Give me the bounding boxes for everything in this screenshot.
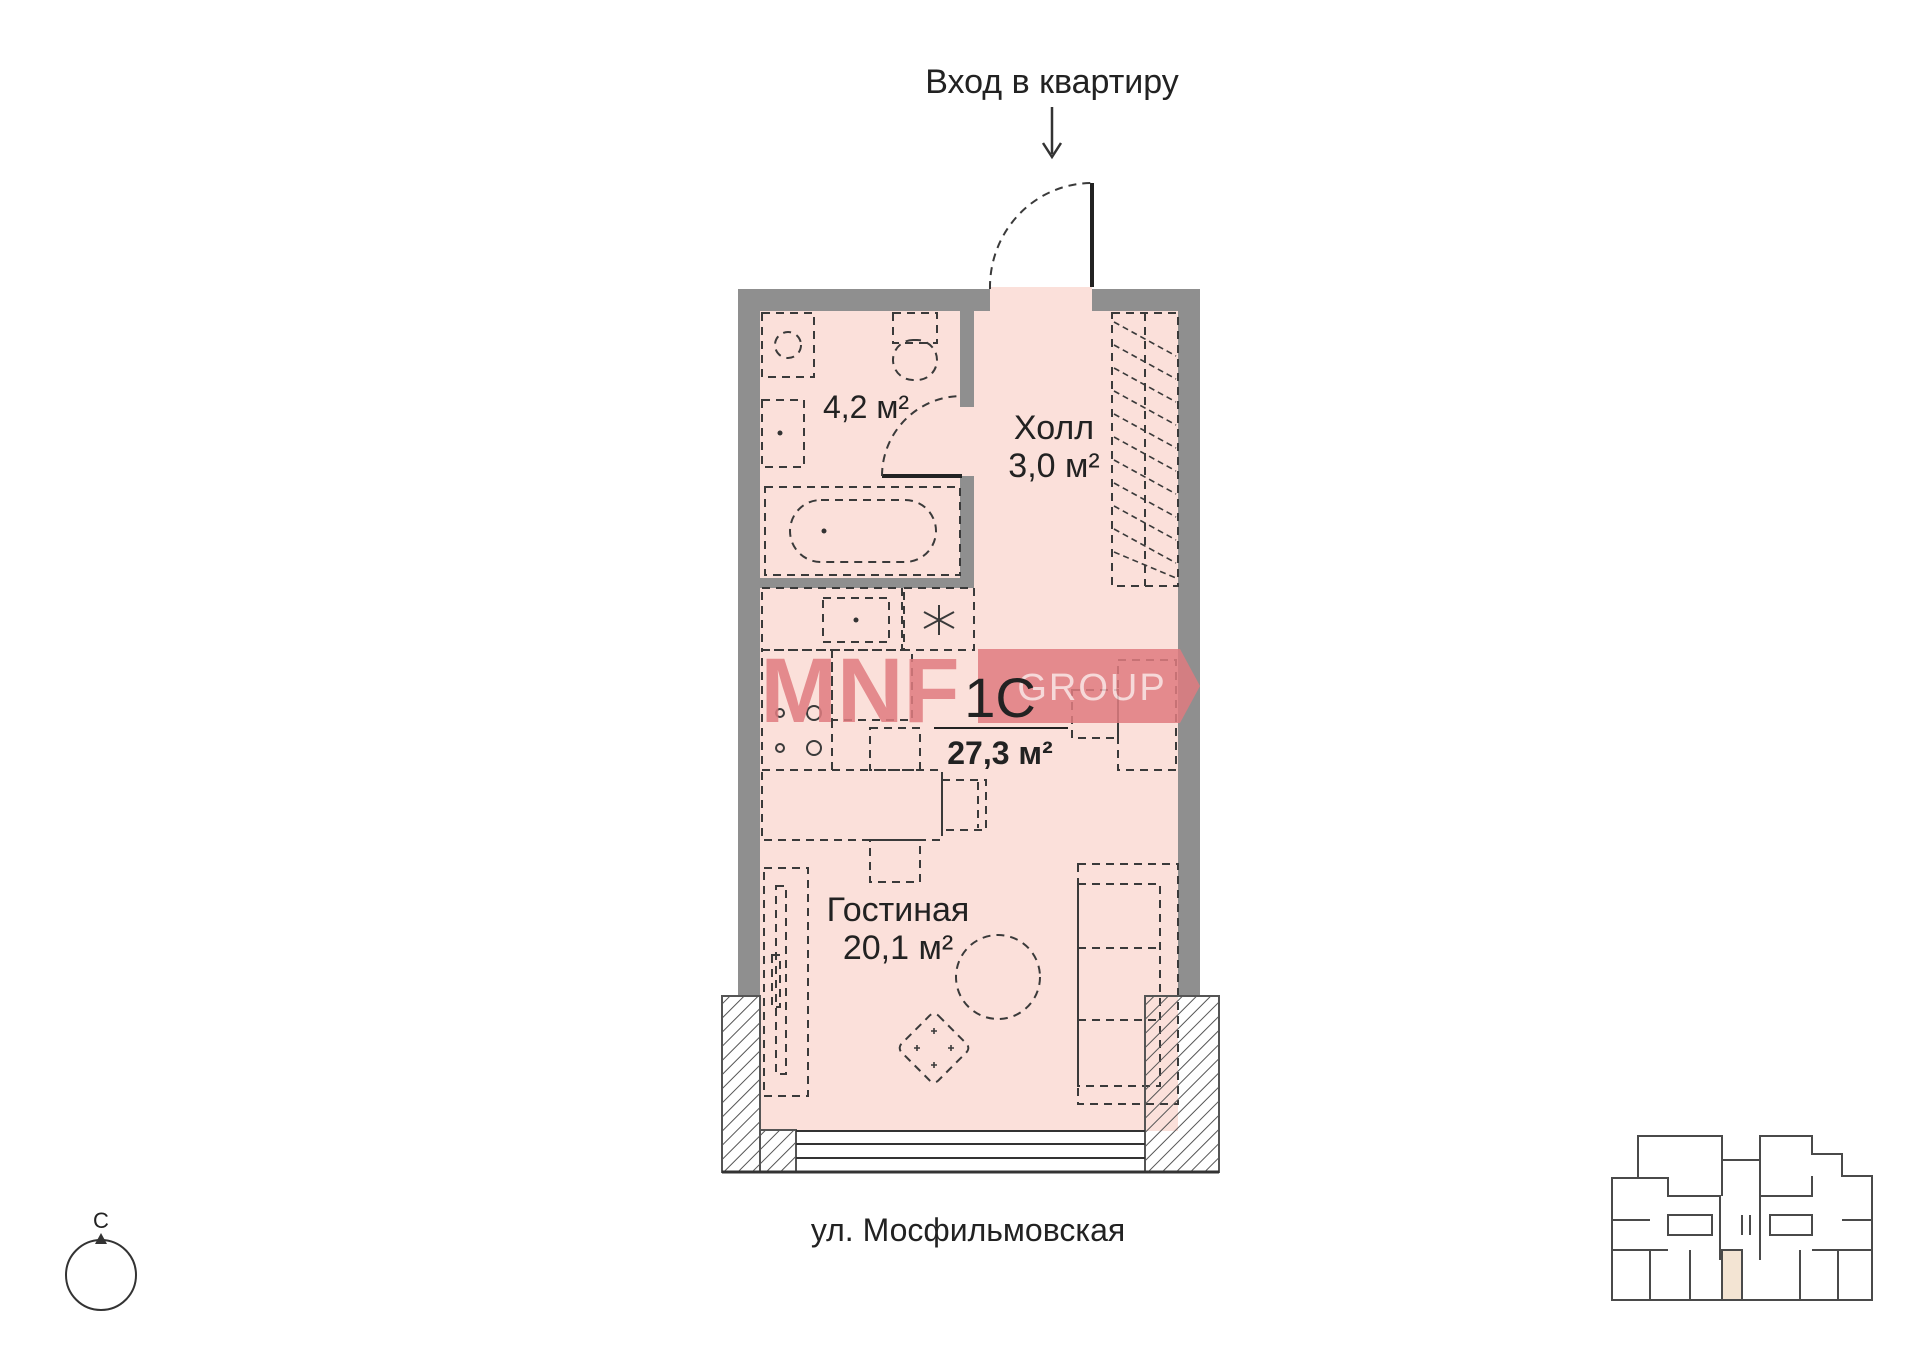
balcony-hatch-right	[1144, 995, 1220, 1173]
compass-icon	[65, 1233, 137, 1311]
apartment-total-area: 27,3 м²	[947, 735, 1053, 771]
washing-machine-icon	[761, 312, 815, 378]
sofa-icon	[1077, 863, 1179, 1105]
entrance-arrow-icon	[1041, 107, 1063, 160]
balcony-hatch-left-inner	[759, 1129, 797, 1173]
balcony-hatch-left	[721, 995, 761, 1173]
toilet-icon	[892, 312, 938, 381]
apartment-code: 1C	[964, 666, 1036, 729]
fridge-icon	[831, 649, 913, 721]
entrance-door-icon	[988, 182, 1094, 290]
bathroom-area: 4,2 м²	[823, 389, 909, 425]
round-table-icon	[955, 934, 1041, 1020]
bathroom-sink-icon	[761, 399, 805, 468]
watermark-brand: MNF	[760, 640, 959, 742]
street-label: ул. Мосфильмовская	[811, 1212, 1125, 1248]
window-icon	[722, 1130, 1219, 1174]
pouf-icon	[898, 1012, 970, 1084]
bathroom-door-icon	[881, 395, 963, 478]
bathroom-wall-horizontal	[760, 578, 974, 588]
bathroom-wall-vertical-lower	[960, 476, 974, 578]
hall-area: 3,0 м²	[1008, 447, 1099, 485]
building-key-plan-icon	[1611, 1135, 1873, 1301]
entrance-opening	[990, 287, 1092, 313]
tv-cabinet-icon	[763, 867, 809, 1097]
kitchen-hood-icon	[903, 587, 975, 651]
dining-table-icon	[761, 727, 987, 883]
living-room-name: Гостиная	[827, 891, 970, 929]
wardrobe-icon	[1111, 312, 1179, 587]
entrance-label: Вход в квартиру	[925, 63, 1179, 101]
bathroom-wall-vertical	[960, 311, 974, 407]
living-room-area: 20,1 м²	[843, 929, 953, 967]
compass-north-label: С	[93, 1208, 109, 1233]
mnf-group-watermark: MNF GROUP	[760, 640, 1200, 742]
bathtub-icon	[764, 486, 961, 576]
watermark-suffix: GROUP	[1017, 667, 1166, 709]
hall-name: Холл	[1014, 409, 1094, 447]
